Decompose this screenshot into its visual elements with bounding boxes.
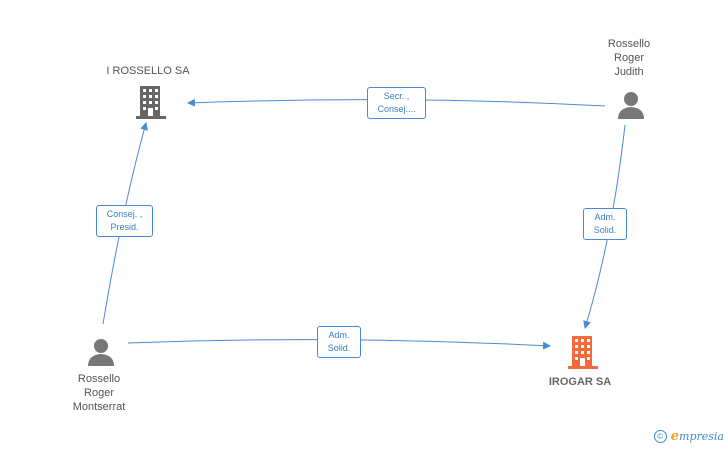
building-icon-highlighted[interactable] — [566, 334, 600, 370]
edge-label-judith-irossello[interactable]: Secr. , Consej.... — [367, 87, 426, 119]
edge-label-montserrat-irossello[interactable]: Consej. , Presid. — [96, 205, 153, 237]
company-label-irogar: IROGAR SA — [548, 376, 612, 388]
edge-label-montserrat-irogar[interactable]: Adm. Solid. — [317, 326, 361, 358]
person-icon[interactable] — [617, 90, 645, 120]
company-label-irossello: I ROSSELLO SA — [106, 65, 190, 77]
person-icon[interactable] — [87, 337, 115, 367]
person-label-montserrat: Rossello Roger Montserrat — [72, 373, 126, 413]
copyright-icon: © — [653, 430, 667, 443]
brand-logo[interactable]: empresia — [670, 429, 724, 444]
footer-branding: © empresia — [653, 429, 724, 444]
person-label-judith: Rossello Roger Judith — [607, 38, 651, 78]
edge-label-judith-irogar[interactable]: Adm. Solid. — [583, 208, 627, 240]
building-icon[interactable] — [134, 84, 168, 120]
